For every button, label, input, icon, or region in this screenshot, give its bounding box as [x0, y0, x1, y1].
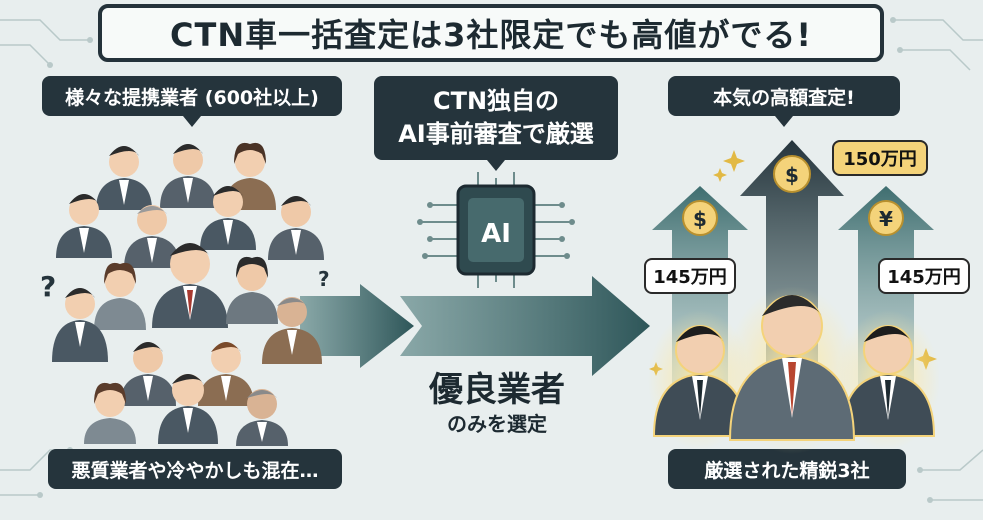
- ai-label-line1: CTN独自の: [432, 87, 560, 115]
- person-icon: [262, 297, 322, 364]
- elite-dealers: [648, 286, 940, 454]
- question-mark: ?: [40, 270, 56, 303]
- selection-caption: 優良業者 のみを選定: [402, 370, 592, 438]
- selection-main-text: 優良業者: [429, 370, 565, 410]
- right-bottom-label: 厳選された精鋭3社: [668, 449, 906, 489]
- person-icon: [200, 186, 256, 250]
- person-icon: [94, 262, 146, 330]
- person-icon: [52, 288, 108, 362]
- price-bubble-right: 145万円: [878, 258, 970, 294]
- person-icon: [160, 144, 216, 208]
- svg-text:¥: ¥: [879, 207, 893, 231]
- person-icon: [728, 295, 856, 441]
- ai-chip-text: AI: [481, 219, 511, 249]
- question-mark: ?: [318, 267, 330, 291]
- person-icon: [226, 256, 278, 324]
- ai-screening-box: CTN独自の AI事前審査で厳選: [374, 76, 618, 160]
- person-icon: [158, 374, 218, 444]
- person-icon: [84, 382, 136, 444]
- dollar-coin-icon: $: [682, 200, 718, 236]
- person-icon: [96, 146, 152, 210]
- person-icon: [198, 342, 254, 406]
- left-top-label-pointer: [183, 116, 201, 127]
- left-bottom-label: 悪質業者や冷やかしも混在…: [48, 449, 342, 489]
- main-title: CTN車一括査定は3社限定でも高値がでる!: [98, 4, 884, 62]
- ai-box-pointer: [487, 160, 505, 171]
- person-icon: [124, 205, 180, 268]
- person-icon: [152, 243, 228, 328]
- person-icon: [652, 325, 748, 437]
- person-icon: [236, 389, 288, 446]
- price-bubble-center: 150万円: [832, 140, 928, 176]
- left-top-label: 様々な提携業者 (600社以上): [42, 76, 342, 116]
- right-top-label: 本気の高額査定!: [668, 76, 900, 116]
- svg-text:$: $: [693, 207, 707, 231]
- dollar-coin-icon: $: [773, 155, 811, 193]
- ai-label-line2: AI事前審査で厳選: [398, 120, 594, 148]
- selection-sub-text: のみを選定: [447, 412, 547, 436]
- right-top-label-pointer: [775, 116, 793, 127]
- svg-text:$: $: [785, 163, 799, 187]
- person-icon: [120, 342, 176, 406]
- person-icon: [840, 325, 936, 437]
- person-icon: [268, 196, 324, 260]
- dealer-crowd: [52, 142, 324, 446]
- person-icon: [56, 194, 112, 258]
- yen-coin-icon: ¥: [868, 200, 904, 236]
- flow-arrow: [300, 276, 650, 376]
- ai-chip-icon: AI: [417, 172, 575, 288]
- price-bubble-left: 145万円: [644, 258, 736, 294]
